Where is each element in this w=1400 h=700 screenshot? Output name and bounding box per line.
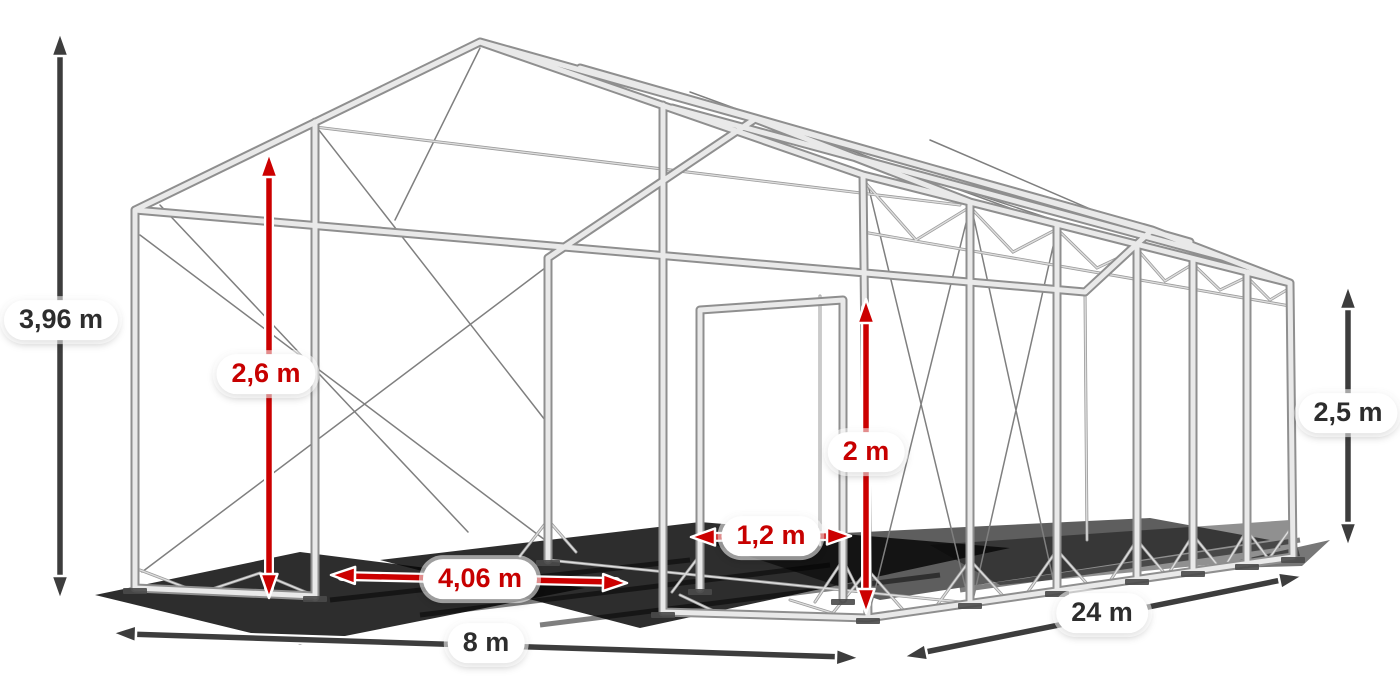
- inner-passage-height-label: 2 m: [827, 432, 905, 472]
- base-plates: [123, 557, 1305, 624]
- entrance-width-label: 4,06 m: [422, 559, 538, 599]
- inner-passage-width-label: 1,2 m: [721, 516, 821, 556]
- frame-width-label: 8 m: [447, 623, 525, 663]
- side-height-label: 2,5 m: [1298, 393, 1398, 433]
- total-height-label: 3,96 m: [3, 300, 119, 340]
- entrance-height-label: 2,6 m: [216, 354, 316, 394]
- frame-length-label: 24 m: [1056, 593, 1148, 633]
